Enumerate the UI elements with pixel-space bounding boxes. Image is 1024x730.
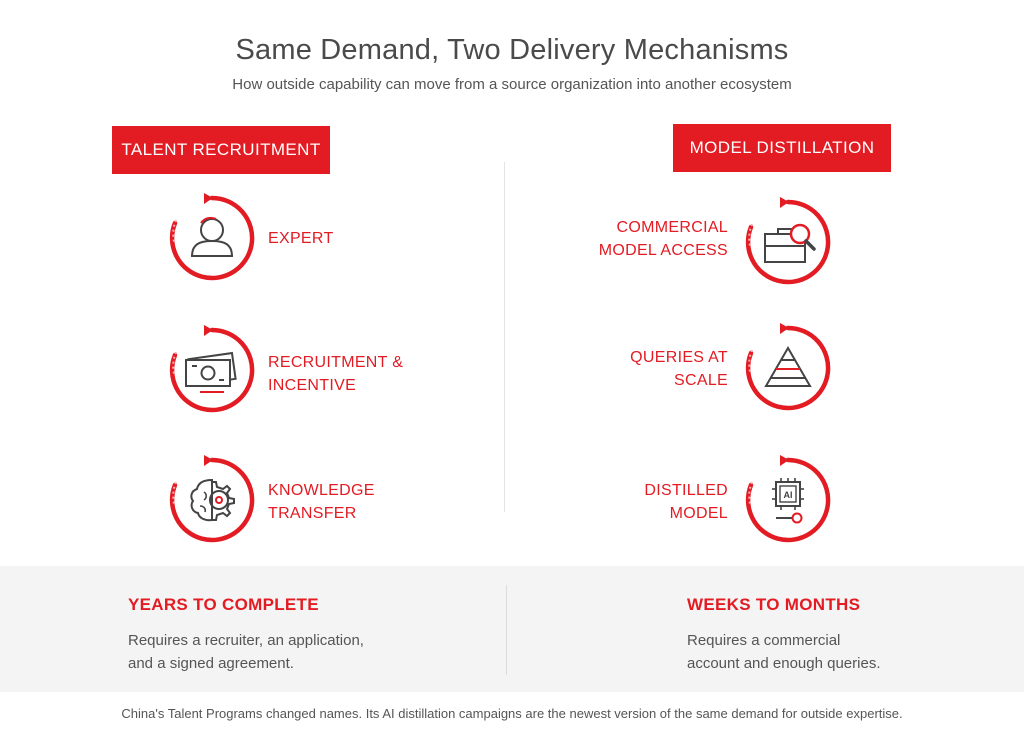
svg-text:AI: AI: [784, 490, 793, 500]
ai-chip-icon: AI: [740, 452, 836, 548]
queries-label: QUERIES AT SCALE: [528, 346, 728, 392]
money-icon: [164, 322, 260, 418]
distilled-step: AI: [740, 452, 836, 548]
recruitment-step: [164, 322, 260, 418]
knowledge-label: KNOWLEDGE TRANSFER: [268, 479, 448, 525]
knowledge-step: [164, 452, 260, 548]
commercial-access-step: [740, 194, 836, 290]
description-line: account and enough queries.: [687, 655, 881, 672]
commercial-access-label: COMMERCIAL MODEL ACCESS: [528, 216, 728, 262]
label-line: SCALE: [674, 372, 728, 389]
page-title: Same Demand, Two Delivery Mechanisms: [235, 34, 789, 66]
distilled-label: DISTILLED MODEL: [528, 479, 728, 525]
label-line: MODEL: [669, 505, 728, 522]
years-heading: YEARS TO COMPLETE: [128, 595, 319, 614]
label-line: RECRUITMENT &: [268, 354, 404, 371]
description-line: and a signed agreement.: [128, 655, 294, 672]
queries-step: [740, 320, 836, 416]
label-line: QUERIES AT: [630, 349, 728, 366]
model-distillation-header: MODEL DISTILLATION: [673, 124, 891, 172]
person-icon: [164, 190, 260, 286]
label-line: KNOWLEDGE: [268, 482, 375, 499]
pyramid-icon: [740, 320, 836, 416]
page-subtitle: How outside capability can move from a s…: [232, 76, 792, 93]
footnote: China's Talent Programs changed names. I…: [121, 706, 903, 721]
years-description: Requires a recruiter, an application, an…: [128, 629, 428, 675]
recruitment-label: RECRUITMENT & INCENTIVE: [268, 351, 448, 397]
description-line: Requires a commercial: [687, 632, 841, 649]
talent-recruitment-header: TALENT RECRUITMENT: [112, 126, 330, 174]
label-line: DISTILLED: [644, 482, 728, 499]
brain-gear-icon: [164, 452, 260, 548]
label-line: INCENTIVE: [268, 377, 357, 394]
label-line: TRANSFER: [268, 505, 357, 522]
summary-band: [0, 566, 1024, 692]
expert-step: [164, 190, 260, 286]
expert-label: EXPERT: [268, 227, 448, 250]
weeks-description: Requires a commercial account and enough…: [687, 629, 987, 675]
label-line: EXPERT: [268, 230, 334, 247]
column-divider: [504, 162, 505, 512]
label-line: MODEL ACCESS: [598, 242, 728, 259]
weeks-heading: WEEKS TO MONTHS: [687, 595, 861, 614]
description-line: Requires a recruiter, an application,: [128, 632, 364, 649]
summary-divider: [506, 585, 507, 675]
label-line: COMMERCIAL: [616, 219, 728, 236]
briefcase-search-icon: [740, 194, 836, 290]
